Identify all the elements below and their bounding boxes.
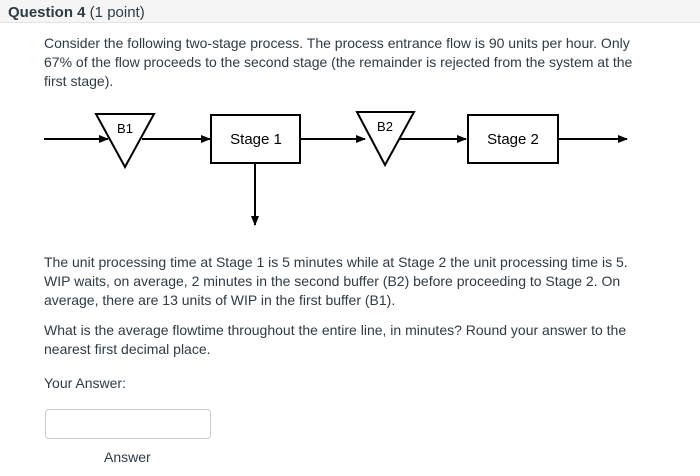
question-details-text: The unit processing time at Stage 1 is 5… (44, 254, 628, 308)
question-number: Question 4 (8, 4, 86, 21)
question-ask-text: What is the average flowtime throughout … (44, 322, 627, 357)
stage1-label: Stage 1 (230, 131, 282, 148)
answer-field-label: Answer (104, 449, 151, 465)
question-intro-text: Consider the following two-stage process… (44, 35, 633, 89)
question-title: Question 4 (1 point) (8, 4, 145, 21)
process-flow-diagram: B1 Stage 1 B2 Stage 2 (44, 111, 628, 226)
your-answer-label: Your Answer: (44, 375, 126, 391)
question-header: Question 4 (1 point) (0, 0, 700, 23)
buffer-b2-label: B2 (377, 119, 393, 134)
buffer-b1-label: B1 (117, 121, 133, 136)
stage2-label: Stage 2 (487, 131, 539, 148)
answer-input[interactable] (45, 409, 211, 439)
buffer-b1-triangle (94, 113, 156, 170)
stage1-box (210, 114, 301, 164)
buffer-b2-triangle (355, 111, 416, 168)
stage2-box (467, 114, 559, 164)
question-points: (1 point) (85, 4, 145, 21)
